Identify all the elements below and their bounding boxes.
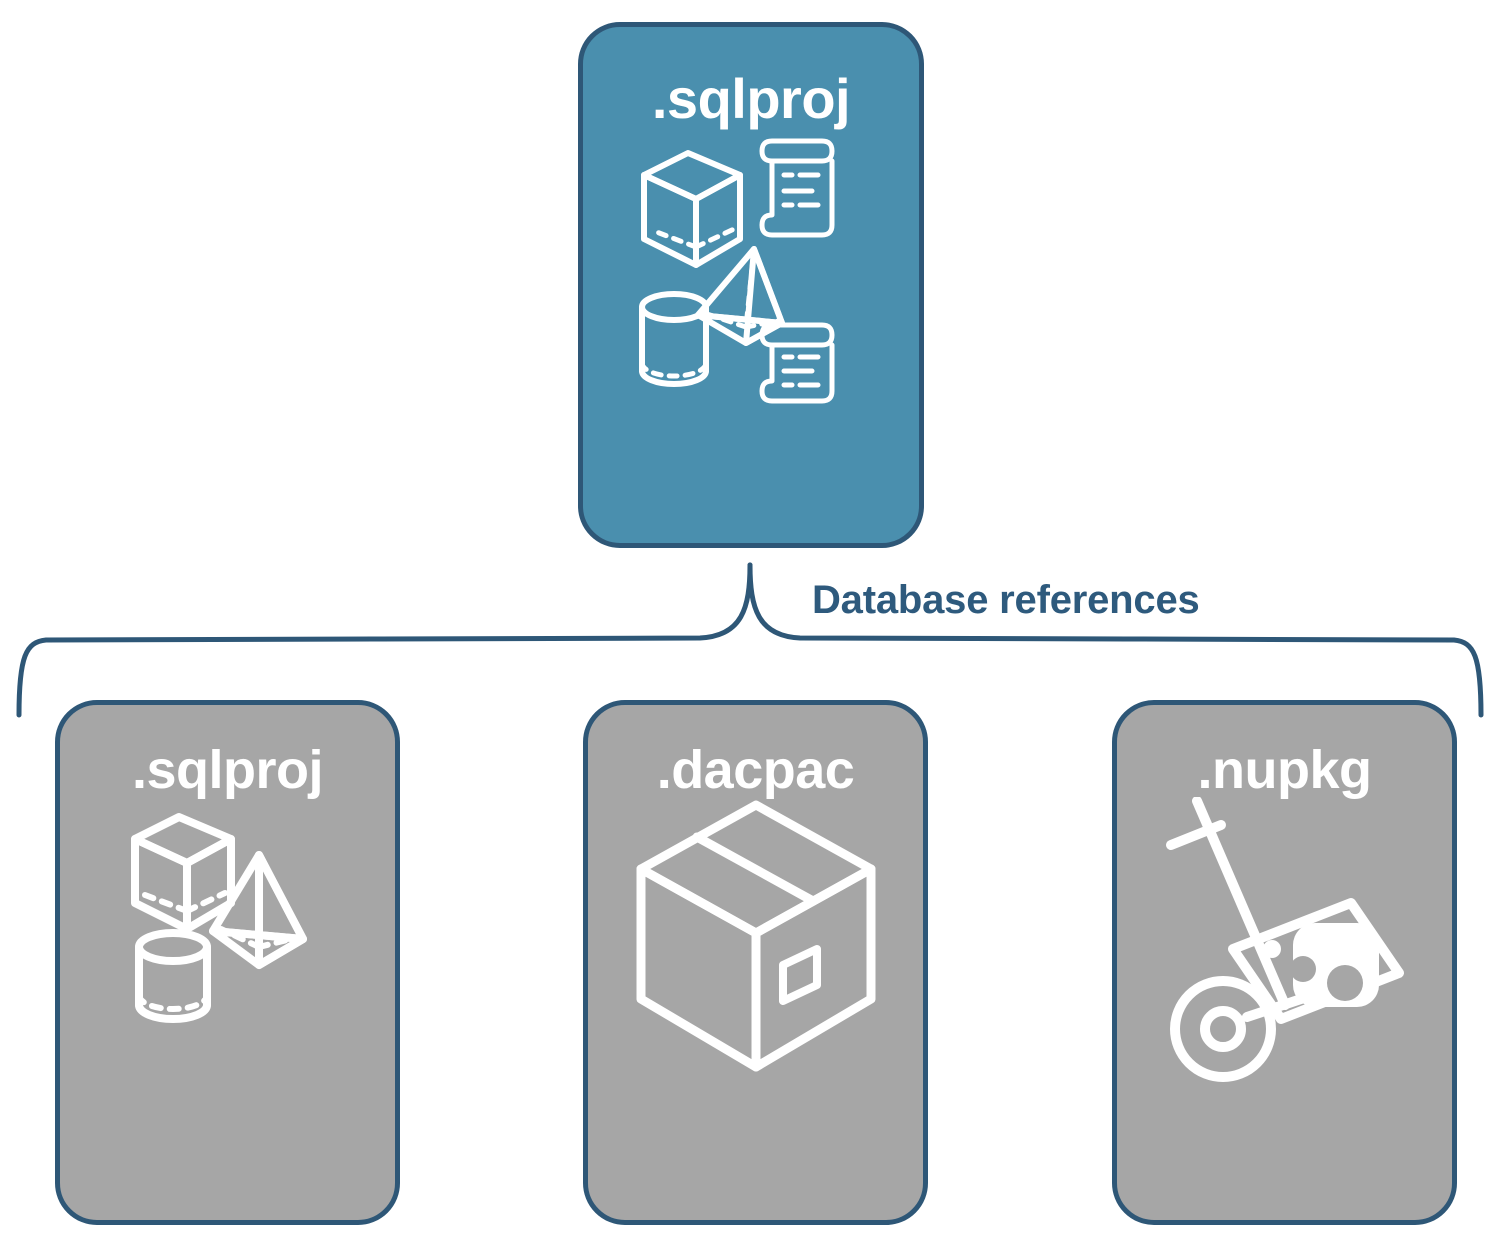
pyramid-icon [208, 851, 307, 969]
reference-card-nupkg[interactable]: .nupkg [1112, 700, 1457, 1225]
cube-icon [130, 813, 235, 933]
bracket-label: Database references [812, 578, 1200, 622]
nuget-package-icon [1227, 898, 1404, 1024]
cylinder-icon [134, 929, 211, 1023]
root-card-artwork [583, 127, 919, 543]
shipping-box-icon [636, 800, 875, 1072]
reference-card-sqlproj[interactable]: .sqlproj [55, 700, 400, 1225]
reference-card-title: .nupkg [1197, 740, 1372, 800]
reference-card-title: .sqlproj [131, 740, 324, 800]
scroll-icon [759, 138, 835, 238]
cube-icon [641, 150, 743, 268]
cylinder-icon [639, 291, 709, 387]
reference-card-artwork [1117, 797, 1452, 1220]
root-card-sqlproj[interactable]: .sqlproj [578, 22, 924, 548]
reference-card-title: .dacpac [656, 740, 855, 800]
reference-card-artwork [588, 797, 923, 1220]
reference-card-artwork [60, 797, 395, 1220]
root-card-title: .sqlproj [651, 67, 851, 130]
reference-card-dacpac[interactable]: .dacpac [583, 700, 928, 1225]
pyramid-icon [695, 246, 785, 346]
scroll-icon [759, 322, 835, 404]
